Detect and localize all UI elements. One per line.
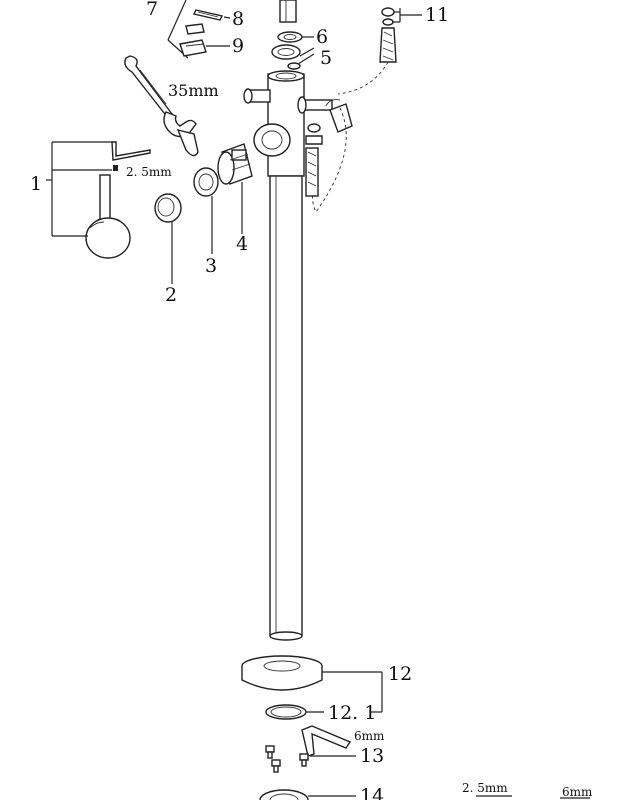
upper-tube-stub <box>279 0 297 23</box>
adjustable-wrench-icon <box>124 55 199 157</box>
callout-label-14: 14 <box>360 785 384 800</box>
part-12-1-ring <box>265 704 307 720</box>
callout-label-6: 6 <box>316 26 328 48</box>
hex-key-large-icon <box>301 725 352 757</box>
callout-label-3: 3 <box>205 255 217 277</box>
spout-connector <box>305 123 323 197</box>
callout-1-bracket <box>46 141 112 237</box>
callout-label-4: 4 <box>236 233 248 255</box>
callout-label-12-1: 12. 1 <box>328 702 376 724</box>
part-6-nut <box>277 31 303 43</box>
part-4-cartridge <box>217 143 253 234</box>
dimension-label-hex-key-bottom-a: 2. 5mm <box>462 781 508 795</box>
dimension-label-hex-key-bottom-b: 6mm <box>562 785 593 799</box>
dimension-label-wrench: 35mm <box>168 81 219 100</box>
callout-label-12: 12 <box>388 663 412 685</box>
callout-label-2: 2 <box>165 284 177 306</box>
callout-11-bracket <box>392 8 422 23</box>
dimension-label-hex-key-handle: 2. 5mm <box>126 165 172 179</box>
dimension-label-hex-key-base: 6mm <box>354 729 385 743</box>
part-8-pin <box>192 9 224 21</box>
hex-key-bottom-icon <box>476 795 590 799</box>
stand-tube <box>269 175 303 641</box>
part-2-ring <box>154 193 182 284</box>
callout-label-9: 9 <box>232 35 244 57</box>
mixer-body <box>243 70 333 177</box>
callout-label-13: 13 <box>360 745 384 767</box>
callout-label-5: 5 <box>320 47 332 69</box>
part-3-nut <box>193 167 219 254</box>
part-14-base <box>259 789 309 800</box>
shower-holder <box>325 99 353 133</box>
hex-key-small-icon <box>111 141 151 161</box>
handle-lever-icon <box>85 174 131 259</box>
grub-screw-icon <box>113 165 118 171</box>
part-9-clip <box>179 23 207 57</box>
callout-label-7: 7 <box>146 0 158 20</box>
part-12-base-cover <box>241 655 323 691</box>
callout-12-bracket <box>306 671 383 713</box>
callout-label-8: 8 <box>232 8 244 30</box>
callout-label-11: 11 <box>425 4 449 26</box>
part-5-washers <box>271 44 301 70</box>
callout-label-1: 1 <box>30 173 42 195</box>
part-13-screws <box>265 745 309 773</box>
